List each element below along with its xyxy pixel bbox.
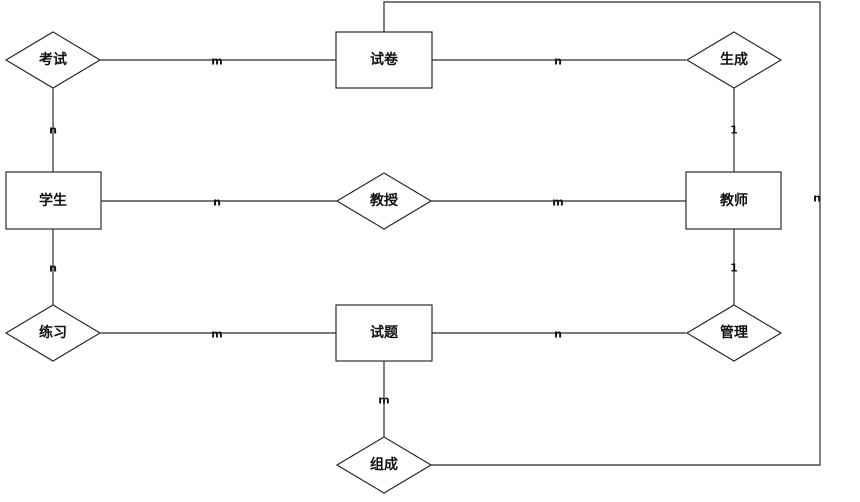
cardinality-question-compose: m xyxy=(378,394,389,407)
cardinality-paper-generate: n xyxy=(554,55,562,68)
cardinality-exam-student: n xyxy=(49,124,57,137)
entity-question: 试题 xyxy=(335,304,433,362)
cardinality-teach-teacher: m xyxy=(552,196,563,209)
cardinality-question-manage: n xyxy=(554,328,562,341)
cardinality-teacher-manage: 1 xyxy=(730,262,738,275)
entity-question-label: 试题 xyxy=(370,324,399,341)
cardinality-student-teach: n xyxy=(213,196,221,209)
edge-compose-paper xyxy=(383,1,821,466)
relationship-practice-label: 练习 xyxy=(39,324,67,341)
entity-student: 学生 xyxy=(5,171,102,230)
relationship-manage-label: 管理 xyxy=(720,324,748,341)
relationship-practice: 练习 xyxy=(4,304,102,362)
entity-teacher: 教师 xyxy=(685,171,782,230)
entity-exam-paper: 试卷 xyxy=(335,31,433,89)
cardinality-exam-paper: m xyxy=(211,55,222,68)
cardinality-generate-teacher: 1 xyxy=(730,124,738,137)
relationship-compose: 组成 xyxy=(335,436,433,494)
relationship-generate: 生成 xyxy=(685,31,783,89)
cardinality-practice-question: m xyxy=(211,328,222,341)
cardinality-compose-paper: n xyxy=(813,192,821,205)
entity-student-label: 学生 xyxy=(39,192,67,209)
entity-teacher-label: 教师 xyxy=(720,192,748,209)
cardinality-labels: m n n 1 n m n 1 m n m n xyxy=(49,55,821,407)
relationship-generate-label: 生成 xyxy=(720,51,748,68)
relationship-manage: 管理 xyxy=(685,304,783,362)
cardinality-student-practice: n xyxy=(49,262,57,275)
relationship-teach: 教授 xyxy=(335,172,433,230)
relationship-exam-label: 考试 xyxy=(39,51,67,68)
connectors xyxy=(52,1,821,466)
entity-exam-paper-label: 试卷 xyxy=(370,51,399,68)
relationship-exam: 考试 xyxy=(4,31,102,89)
relationship-teach-label: 教授 xyxy=(370,192,399,209)
relationship-compose-label: 组成 xyxy=(370,456,398,473)
